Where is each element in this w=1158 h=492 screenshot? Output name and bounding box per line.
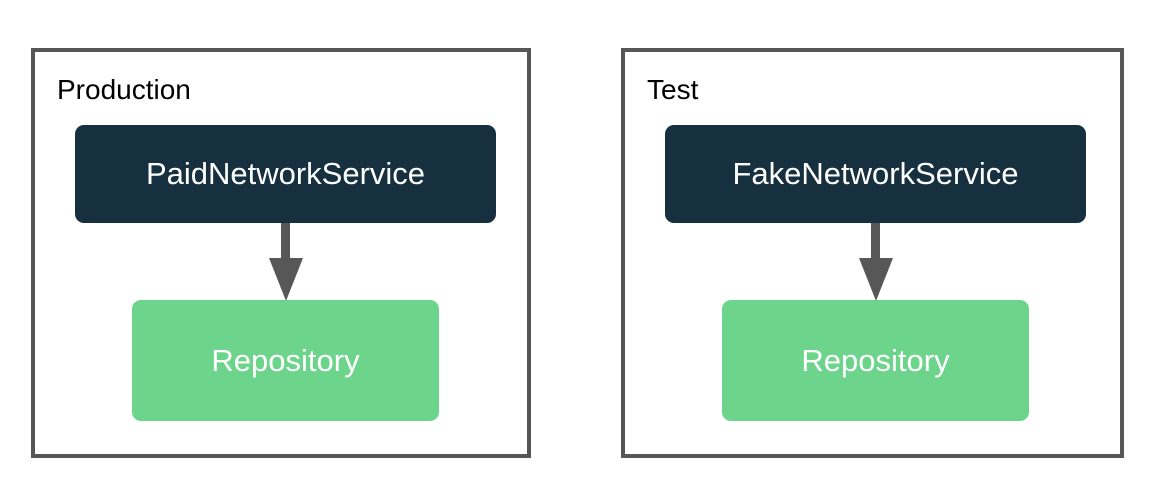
arrow-shaft <box>871 223 880 263</box>
arrow-shaft <box>281 223 290 263</box>
production-environment-panel: Production PaidNetworkService Repository <box>31 48 531 458</box>
fake-network-service-box: FakeNetworkService <box>665 125 1086 223</box>
repository-box-label: Repository <box>801 342 950 378</box>
panel-label-production: Production <box>57 74 191 105</box>
arrow-head <box>269 258 303 301</box>
panel-label-test: Test <box>647 74 699 105</box>
repository-box-label: Repository <box>211 342 360 378</box>
test-environment-panel: Test FakeNetworkService Repository <box>621 48 1124 458</box>
service-box-label: PaidNetworkService <box>145 156 426 191</box>
arrow-head <box>859 258 893 301</box>
repository-box: Repository <box>722 300 1029 421</box>
service-box-label: FakeNetworkService <box>732 156 1019 191</box>
paid-network-service-box: PaidNetworkService <box>75 125 496 223</box>
repository-box: Repository <box>132 300 439 421</box>
